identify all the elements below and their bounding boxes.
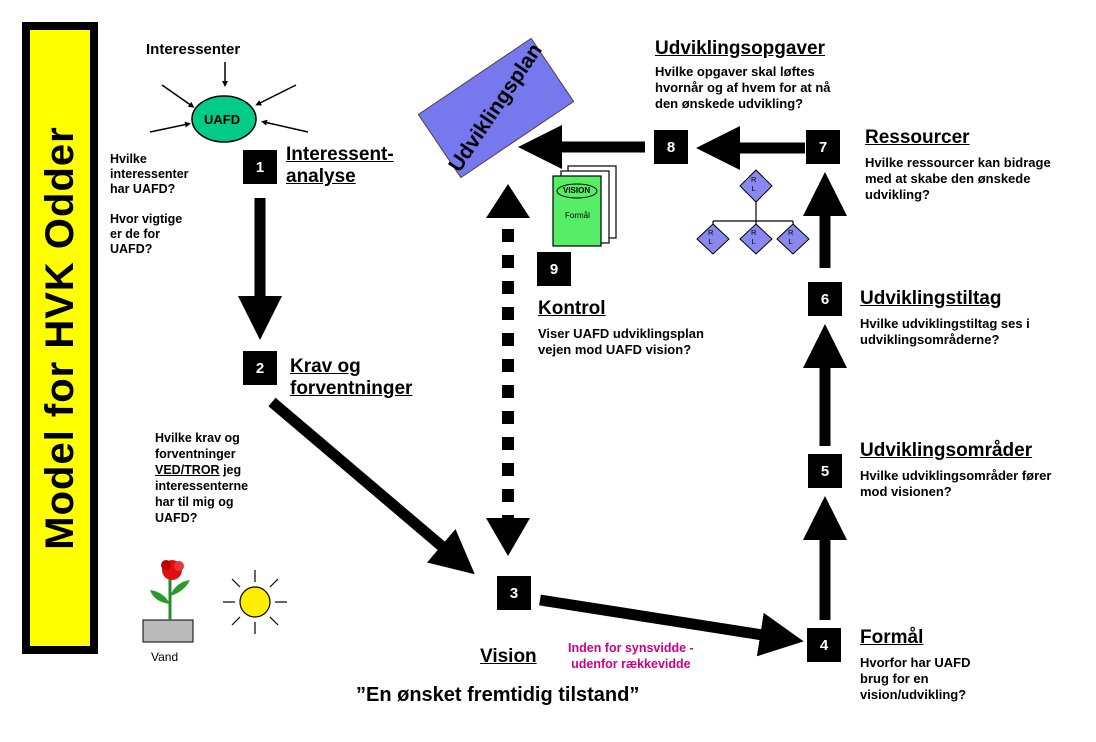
title-bar-fill	[30, 30, 90, 646]
step-4-badge: 4	[807, 628, 841, 662]
document-icon	[552, 165, 617, 247]
doc-purpose-label: Formål	[565, 211, 590, 220]
stakeholders-label: Interessenter	[146, 41, 241, 58]
stakeholders-questions: Hvilke interessenter har UAFD? Hvor vigt…	[110, 152, 189, 256]
step-5-badge: 5	[808, 454, 842, 488]
step-6-badge: 6	[808, 282, 842, 316]
step-3-heading: Vision	[480, 646, 537, 667]
step-5-heading: Udviklingsområder	[860, 440, 1033, 461]
step-7-heading: Ressourcer	[865, 127, 970, 148]
uafd-circle	[191, 95, 257, 143]
range-note: Inden for synsvidde - udenfor rækkevidde	[568, 641, 694, 671]
sun-illustration	[223, 570, 287, 634]
stakeholder-rays	[149, 62, 309, 133]
step-1-heading: Interessent- analyse	[286, 144, 394, 187]
diamond-mid	[739, 223, 773, 255]
diamond-right	[776, 223, 810, 255]
step-7-question: Hvilke ressourcer kan bidrage med at ska…	[865, 155, 1051, 202]
step-6-question: Hvilke udviklingstiltag ses i udviklings…	[860, 316, 1030, 347]
step-8-question: Hvilke opgaver skal løftes hvornår og af…	[655, 64, 831, 111]
diamond-top	[739, 169, 773, 203]
diamond-top-label: R L	[751, 175, 757, 193]
arrowhead-dashed-bottom	[486, 518, 530, 556]
step-8-badge: 8	[654, 130, 688, 164]
step-9-heading: Kontrol	[538, 298, 606, 319]
step-9-badge: 9	[537, 252, 571, 286]
vision-quote: ”En ønsket fremtidig tilstand”	[356, 684, 640, 706]
step-3-badge: 3	[497, 576, 531, 610]
arrow-3-4	[539, 594, 804, 657]
diamond-right-label: R L	[788, 228, 794, 246]
diamond-mid-label: R L	[751, 228, 757, 246]
step-4-question: Hvorfor har UAFD brug for en vision/udvi…	[860, 655, 971, 702]
diamond-left-label: R L	[708, 228, 714, 246]
step-6-heading: Udviklingstiltag	[860, 288, 1002, 309]
step-9-question: Viser UAFD udviklingsplan vejen mod UAFD…	[538, 326, 704, 357]
resource-tree	[712, 202, 794, 226]
step-8-heading: Udviklingsopgaver	[655, 38, 825, 59]
flower-illustration	[142, 560, 194, 643]
uafd-center-label: UAFD	[204, 112, 241, 127]
resource-diamonds	[696, 169, 810, 255]
step-2-question: Hvilke krav og forventninger VED/TROR je…	[155, 431, 249, 525]
page-title: Model for HVK Odder	[38, 126, 82, 550]
step-2-badge: 2	[243, 351, 277, 385]
arrowhead-dashed-top	[486, 184, 530, 218]
flower-label: Vand	[151, 650, 179, 664]
doc-vision-label: VISION	[563, 186, 591, 195]
plan-box	[417, 37, 575, 179]
step-7-badge: 7	[806, 130, 840, 164]
step-5-question: Hvilke udviklingsområder fører mod visio…	[860, 468, 1052, 499]
step-2-heading: Krav og forventninger	[290, 356, 413, 399]
diamond-left	[696, 223, 730, 255]
step-1-badge: 1	[243, 150, 277, 184]
arrow-2-3	[268, 397, 475, 575]
step-4-heading: Formål	[860, 627, 924, 648]
